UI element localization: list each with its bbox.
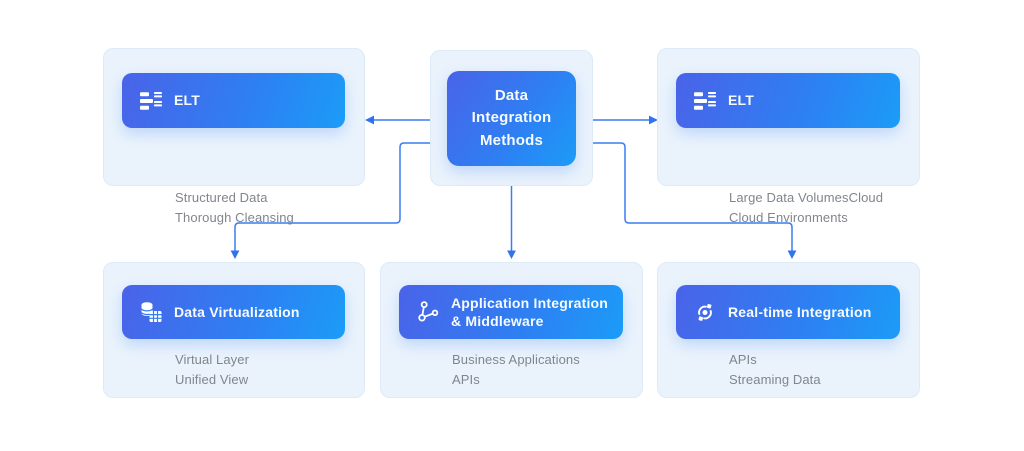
elt-right-description: Large Data VolumesCloud Cloud Environmen…	[729, 188, 883, 227]
description-line: Structured Data	[175, 190, 268, 205]
description-line: Unified View	[175, 371, 249, 387]
elt-right-label: ELT	[728, 92, 755, 109]
card-application-integration: Application Integration & Middleware Bus…	[380, 262, 643, 398]
description-line: Streaming Data	[729, 371, 821, 387]
database-table-icon	[139, 300, 163, 324]
data-virtualization-description: Virtual Layer Unified View	[175, 350, 249, 389]
card-center: Data Integration Methods	[430, 50, 593, 186]
realtime-integration-description: APIs Streaming Data	[729, 350, 821, 389]
description-line: Large Data VolumesCloud	[729, 190, 884, 205]
data-integration-methods-button[interactable]: Data Integration Methods	[447, 71, 576, 166]
elt-left-description: Structured Data Thorough Cleansing	[175, 188, 294, 227]
elt-flow-icon	[139, 89, 163, 113]
card-elt-left: ELT Structured Data Thorough Cleansing	[103, 48, 365, 225]
realtime-sync-icon	[693, 300, 717, 324]
elt-right-button[interactable]: ELT	[676, 73, 900, 128]
card-elt-right: ELT Large Data VolumesCloud Cloud Enviro…	[657, 48, 920, 225]
card-data-virtualization: Data Virtualization Virtual Layer Unifie…	[103, 262, 365, 398]
description-line: APIs	[452, 371, 480, 387]
description-line: Cloud Environments	[729, 209, 848, 225]
application-integration-button[interactable]: Application Integration & Middleware	[399, 285, 623, 339]
card-realtime-integration: Real-time Integration APIs Streaming Dat…	[657, 262, 920, 398]
description-line: Virtual Layer	[175, 352, 250, 367]
application-integration-label: Application Integration & Middleware	[451, 294, 609, 329]
elt-flow-icon	[693, 89, 717, 113]
description-line: APIs	[729, 352, 757, 367]
share-nodes-icon	[416, 300, 440, 324]
realtime-integration-label: Real-time Integration	[728, 303, 872, 320]
description-line: Business Applications	[452, 352, 580, 367]
data-virtualization-label: Data Virtualization	[174, 303, 300, 320]
data-virtualization-button[interactable]: Data Virtualization	[122, 285, 345, 339]
elt-left-label: ELT	[174, 92, 201, 109]
center-title: Data Integration Methods	[471, 86, 552, 149]
application-integration-description: Business Applications APIs	[452, 350, 580, 389]
elt-left-button[interactable]: ELT	[122, 73, 345, 128]
realtime-integration-button[interactable]: Real-time Integration	[676, 285, 900, 339]
description-line: Thorough Cleansing	[175, 209, 294, 225]
